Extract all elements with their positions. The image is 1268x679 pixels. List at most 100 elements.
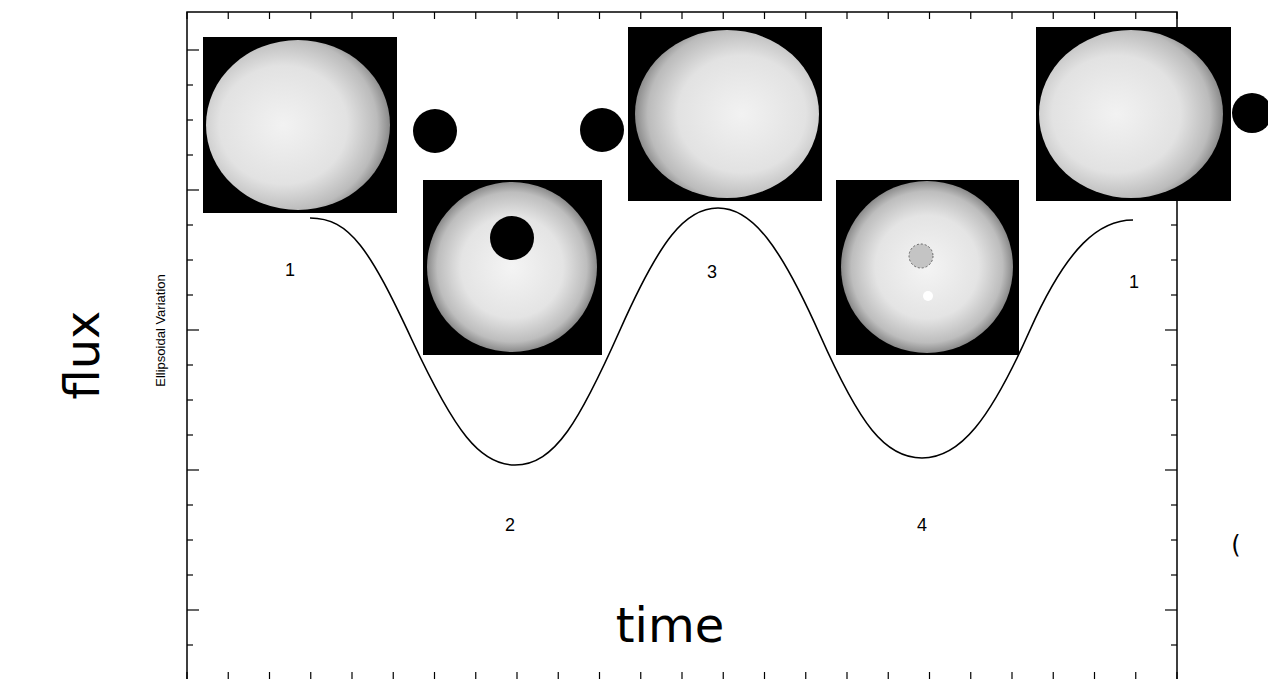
tick-mark <box>228 12 229 19</box>
tick-mark <box>1135 12 1136 19</box>
tick-mark <box>558 672 559 679</box>
tick-mark <box>1171 259 1177 260</box>
tick-mark <box>681 672 682 679</box>
tick-mark <box>764 672 765 679</box>
star-panel <box>423 180 602 355</box>
tick-mark <box>186 672 187 679</box>
tick-mark <box>187 399 193 400</box>
tick-mark <box>187 154 193 155</box>
star-panel <box>203 37 397 213</box>
tick-mark <box>723 12 724 19</box>
tick-mark <box>187 574 193 575</box>
tick-mark <box>805 672 806 679</box>
star-panel <box>836 180 1019 355</box>
tick-mark <box>599 672 600 679</box>
tick-mark <box>393 12 394 19</box>
tick-mark <box>888 672 889 679</box>
tick-mark <box>929 12 930 19</box>
tick-mark <box>1171 434 1177 435</box>
tick-mark <box>1094 672 1095 679</box>
tick-mark <box>970 12 971 19</box>
tick-mark <box>1171 364 1177 365</box>
phase-number: 4 <box>917 516 927 534</box>
tick-mark <box>929 672 930 679</box>
tick-mark <box>310 12 311 19</box>
star-panel <box>628 27 822 201</box>
tick-mark <box>187 84 193 85</box>
tick-mark <box>1165 609 1177 610</box>
tick-mark <box>351 672 352 679</box>
tick-mark <box>599 12 600 19</box>
tick-mark <box>681 12 682 19</box>
tick-mark <box>228 672 229 679</box>
plot-frame <box>187 12 1177 679</box>
tick-mark <box>558 12 559 19</box>
tick-mark <box>187 259 193 260</box>
tick-mark <box>187 224 193 225</box>
tick-mark <box>187 434 193 435</box>
tick-mark <box>393 672 394 679</box>
tick-mark <box>970 672 971 679</box>
tick-mark <box>187 189 199 190</box>
tick-mark <box>1176 12 1177 19</box>
tick-mark <box>723 672 724 679</box>
phase-number: 1 <box>285 261 295 279</box>
tick-mark <box>1011 12 1012 19</box>
tick-mark <box>434 12 435 19</box>
tick-mark <box>269 12 270 19</box>
tick-mark <box>187 539 193 540</box>
tick-mark <box>187 364 193 365</box>
tick-mark <box>1171 574 1177 575</box>
tick-mark <box>1094 12 1095 19</box>
tick-mark <box>1171 644 1177 645</box>
tick-mark <box>269 672 270 679</box>
tick-mark <box>310 672 311 679</box>
axis-ticks <box>187 12 1177 679</box>
companion-dot <box>1232 93 1268 133</box>
tick-mark <box>187 469 199 470</box>
tick-mark <box>351 12 352 19</box>
tick-mark <box>1165 329 1177 330</box>
tick-mark <box>1171 504 1177 505</box>
tick-mark <box>187 609 199 610</box>
tick-mark <box>516 12 517 19</box>
tick-mark <box>764 12 765 19</box>
tick-mark <box>1171 399 1177 400</box>
tick-mark <box>187 504 193 505</box>
axis-title: time <box>616 601 724 649</box>
tick-mark <box>846 12 847 19</box>
tick-mark <box>1053 12 1054 19</box>
tick-mark <box>187 119 193 120</box>
tick-mark <box>1053 672 1054 679</box>
companion-dot <box>413 109 457 153</box>
tick-mark <box>1171 539 1177 540</box>
tick-mark <box>1165 469 1177 470</box>
phase-number: 1 <box>1129 273 1139 291</box>
tick-mark <box>805 12 806 19</box>
tick-mark <box>475 672 476 679</box>
phase-number: 3 <box>707 263 717 281</box>
tick-mark <box>516 672 517 679</box>
tick-mark <box>186 12 187 19</box>
tick-mark <box>187 49 199 50</box>
tick-mark <box>1171 294 1177 295</box>
tick-mark <box>846 672 847 679</box>
tick-mark <box>1011 672 1012 679</box>
tick-mark <box>1171 224 1177 225</box>
axis-title: flux <box>58 310 106 399</box>
tick-mark <box>640 12 641 19</box>
tick-mark <box>187 329 199 330</box>
axis-label: Ellipsoidal Variation <box>154 274 167 387</box>
tick-mark <box>640 672 641 679</box>
tick-mark <box>475 12 476 19</box>
tick-mark <box>187 644 193 645</box>
phase-number: 2 <box>505 516 515 534</box>
tick-mark <box>1135 672 1136 679</box>
tick-mark <box>187 294 193 295</box>
companion-dot <box>580 108 624 152</box>
tick-mark <box>888 12 889 19</box>
star-panel <box>1036 27 1231 201</box>
cut-off-text: ( <box>1231 533 1240 557</box>
tick-mark <box>434 672 435 679</box>
